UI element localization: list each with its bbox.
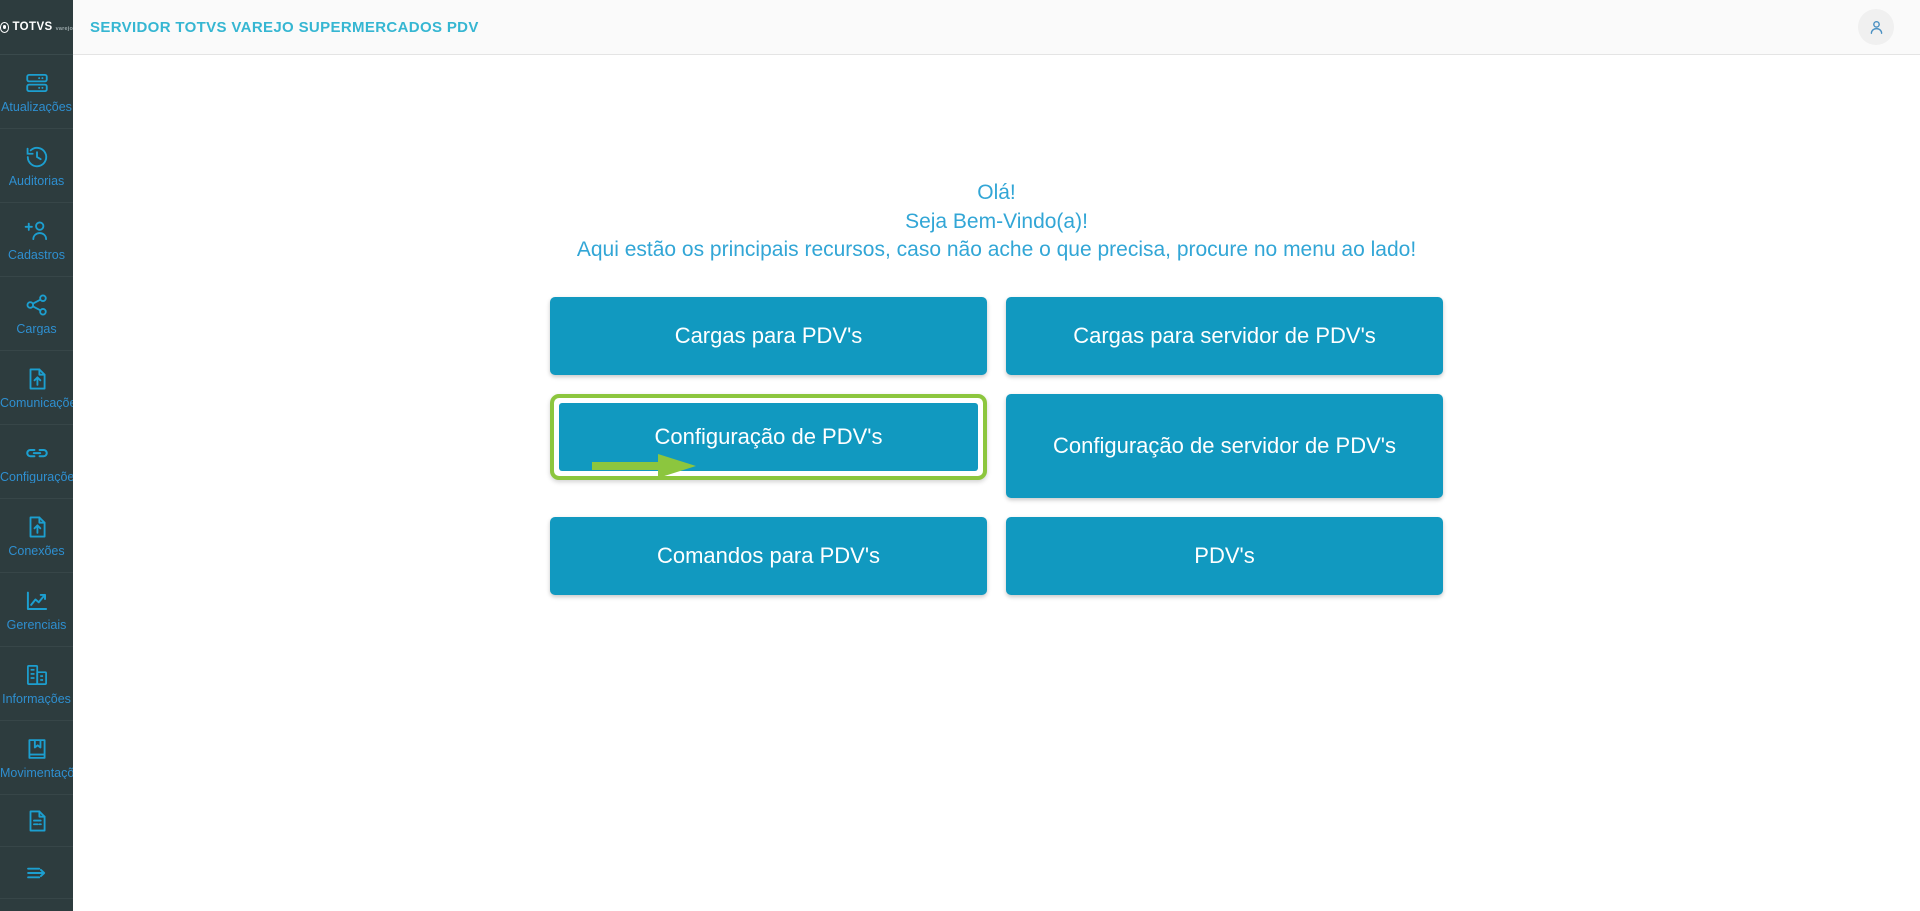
- page-title: SERVIDOR TOTVS VAREJO SUPERMERCADOS PDV: [90, 18, 479, 36]
- sidebar-item-label: Movimentações: [0, 766, 73, 780]
- card-configuracao-de-pdvs[interactable]: Configuração de PDV's: [559, 402, 978, 471]
- card-cargas-para-servidor-de-pdvs[interactable]: Cargas para servidor de PDV's: [1006, 296, 1443, 375]
- book-bookmark-icon: [24, 736, 50, 762]
- chart-line-icon: [24, 588, 50, 614]
- clock-history-icon: [24, 144, 50, 170]
- file-upload-icon: [24, 514, 50, 540]
- sidebar-item-cargas[interactable]: Cargas: [0, 277, 73, 351]
- sidebar-item-label: Auditorias: [8, 174, 65, 188]
- share-nodes-icon: [24, 292, 50, 318]
- sidebar-item-atualizacoes[interactable]: Atualizações: [0, 55, 73, 129]
- sidebar-item-auditorias[interactable]: Auditorias: [0, 129, 73, 203]
- sidebar-item-label: Cargas: [16, 322, 57, 336]
- sidebar-item-label: Cadastros: [8, 248, 65, 262]
- person-add-icon: [24, 218, 50, 244]
- sidebar: TOTVS varejo Atualizações: [0, 0, 73, 911]
- file-upload-icon: [24, 366, 50, 392]
- sidebar-item-label: Atualizações: [1, 100, 72, 114]
- sidebar-item-label: Comunicações: [0, 396, 73, 410]
- main-area: SERVIDOR TOTVS VAREJO SUPERMERCADOS PDV …: [73, 0, 1920, 911]
- sidebar-item-expand[interactable]: [0, 847, 73, 899]
- server-update-icon: [24, 70, 50, 96]
- link-chain-icon: [24, 440, 50, 466]
- top-bar: SERVIDOR TOTVS VAREJO SUPERMERCADOS PDV: [73, 0, 1920, 55]
- welcome-line-3: Aqui estão os principais recursos, caso …: [576, 238, 1417, 261]
- card-pdvs[interactable]: PDV's: [1006, 516, 1443, 595]
- sidebar-item-documentos[interactable]: [0, 795, 73, 847]
- welcome-line-2: Seja Bem-Vindo(a)!: [905, 209, 1088, 233]
- highlight-box-configuracao-de-pdvs: Configuração de PDV's: [550, 393, 987, 480]
- brand-logo[interactable]: TOTVS varejo: [0, 0, 73, 55]
- sidebar-item-cadastros[interactable]: Cadastros: [0, 203, 73, 277]
- document-lines-icon: [24, 808, 50, 834]
- sidebar-item-label: Conexões: [8, 544, 65, 558]
- sidebar-nav: Atualizações Auditorias: [0, 55, 73, 911]
- card-cargas-para-pdvs[interactable]: Cargas para PDV's: [550, 296, 987, 375]
- sidebar-item-informacoes[interactable]: Informações: [0, 647, 73, 721]
- welcome-line-1: Olá!: [977, 181, 1016, 204]
- building-icon: [24, 662, 50, 688]
- sidebar-item-label: Configurações: [0, 470, 73, 484]
- brand-subtitle: varejo: [55, 26, 73, 32]
- sidebar-item-configuracoes[interactable]: Configurações: [0, 425, 73, 499]
- sidebar-item-label: Gerenciais: [6, 618, 67, 632]
- quick-links-grid: Cargas para PDV's Cargas para servidor d…: [550, 265, 1443, 595]
- arrow-right-lines-icon: [24, 860, 50, 886]
- user-avatar-icon: [1868, 19, 1885, 36]
- sidebar-item-gerenciais[interactable]: Gerenciais: [0, 573, 73, 647]
- sidebar-item-comunicacoes[interactable]: Comunicações: [0, 351, 73, 425]
- card-comandos-para-pdvs[interactable]: Comandos para PDV's: [550, 516, 987, 595]
- welcome-block: Olá! Seja Bem-Vindo(a)! Aqui estão os pr…: [73, 55, 1920, 265]
- sidebar-item-movimentacoes[interactable]: Movimentações: [0, 721, 73, 795]
- brand-name: TOTVS: [12, 21, 53, 33]
- totvs-circle-logo-icon: [0, 21, 10, 33]
- user-avatar-button[interactable]: [1858, 9, 1894, 45]
- sidebar-item-label: Informações: [2, 692, 71, 706]
- card-configuracao-de-servidor-de-pdvs[interactable]: Configuração de servidor de PDV's: [1006, 393, 1443, 498]
- content-area: Olá! Seja Bem-Vindo(a)! Aqui estão os pr…: [73, 55, 1920, 911]
- sidebar-item-conexoes[interactable]: Conexões: [0, 499, 73, 573]
